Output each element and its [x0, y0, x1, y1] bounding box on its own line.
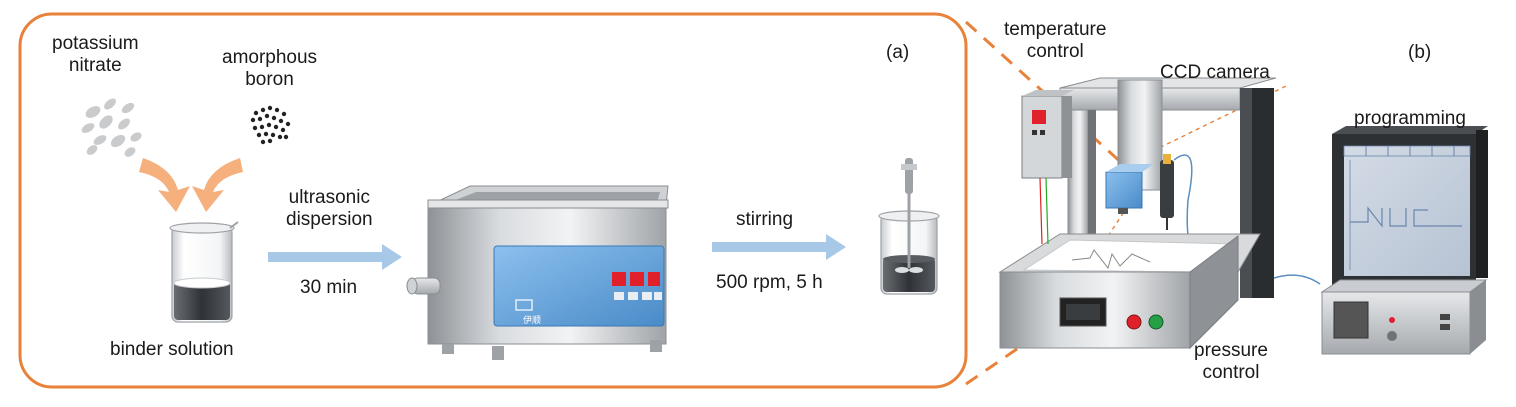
- temperature-label-line2: control: [1026, 41, 1084, 62]
- panel-a-label: (a): [886, 42, 910, 63]
- ccd-camera-label: CCD camera: [1160, 62, 1270, 83]
- panel-a-frame: [18, 12, 968, 389]
- potassium-nitrate-label-line2: nitrate: [68, 55, 122, 76]
- potassium-nitrate-label-line1: potassium: [52, 33, 139, 54]
- potassium-nitrate-label: potassium nitrate: [52, 33, 139, 77]
- amorphous-boron-label-line2: boron: [245, 69, 294, 90]
- ultrasonic-cleaner-icon: [406, 185, 669, 360]
- ultrasonic-label-line1: ultrasonic: [288, 187, 370, 208]
- potassium-nitrate-particles-icon: [81, 98, 142, 157]
- amorphous-boron-label: amorphous boron: [222, 47, 317, 91]
- ultrasonic-dispersion-label: ultrasonic dispersion: [286, 187, 373, 231]
- stirring-params-label: 500 rpm, 5 h: [716, 272, 823, 293]
- temperature-label-line1: temperature: [1004, 19, 1107, 40]
- amorphous-boron-label-line1: amorphous: [222, 47, 318, 68]
- arrow-from-potassium-nitrate-icon: [139, 158, 190, 212]
- ultrasonic-time-label: 30 min: [300, 277, 358, 298]
- cleaner-brand-text: 伊顺: [523, 314, 541, 326]
- pressure-control-label: pressure control: [1194, 340, 1268, 384]
- panel-b-label: (b): [1408, 42, 1432, 63]
- temperature-control-label: temperature control: [1004, 19, 1106, 63]
- arrow-from-amorphous-boron-icon: [192, 158, 243, 212]
- stirring-label: stirring: [736, 209, 794, 230]
- dispensing-robot-icon: [998, 77, 1321, 350]
- programming-label: programming: [1354, 108, 1466, 129]
- binder-beaker-icon: [169, 221, 239, 323]
- ultrasonic-label-line2: dispersion: [286, 209, 373, 230]
- binder-solution-label: binder solution: [110, 339, 234, 360]
- pressure-label-line1: pressure: [1194, 340, 1268, 361]
- ultrasonic-arrow-icon: [268, 244, 402, 270]
- amorphous-boron-particles-icon: [250, 105, 291, 145]
- stirring-arrow-icon: [712, 234, 846, 260]
- ccd-guide-line: [1123, 85, 1287, 166]
- pressure-label-line2: control: [1202, 362, 1260, 383]
- computer-icon: [1320, 126, 1488, 355]
- stirred-beaker-icon: [878, 158, 940, 295]
